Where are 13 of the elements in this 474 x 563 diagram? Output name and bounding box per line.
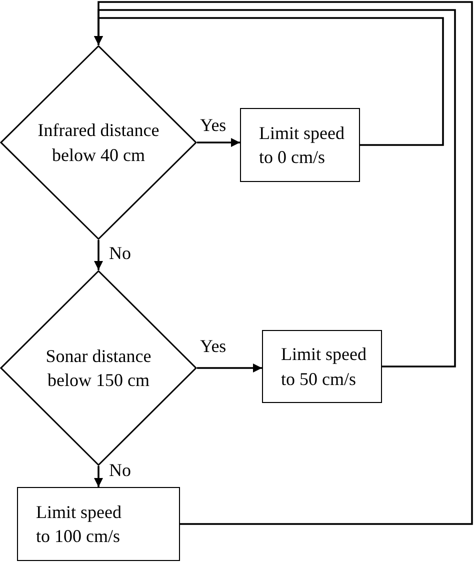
arrow bbox=[94, 240, 103, 270]
process-box bbox=[17, 487, 180, 561]
arrow bbox=[197, 364, 262, 372]
arrow bbox=[197, 138, 240, 147]
process-box bbox=[262, 330, 382, 403]
process-box bbox=[240, 108, 360, 182]
condition-text: Infrared distance below 40 cm bbox=[36, 119, 160, 166]
condition-text: Sonar distance below 150 cm bbox=[44, 344, 152, 392]
arrow bbox=[94, 1, 473, 525]
action-text: Limit speed to 50 cm/s bbox=[281, 343, 368, 390]
action-text: Limit speed to 100 cm/s bbox=[36, 500, 122, 548]
action-text: Limit speed to 0 cm/s bbox=[259, 122, 346, 169]
arrow bbox=[94, 466, 103, 487]
